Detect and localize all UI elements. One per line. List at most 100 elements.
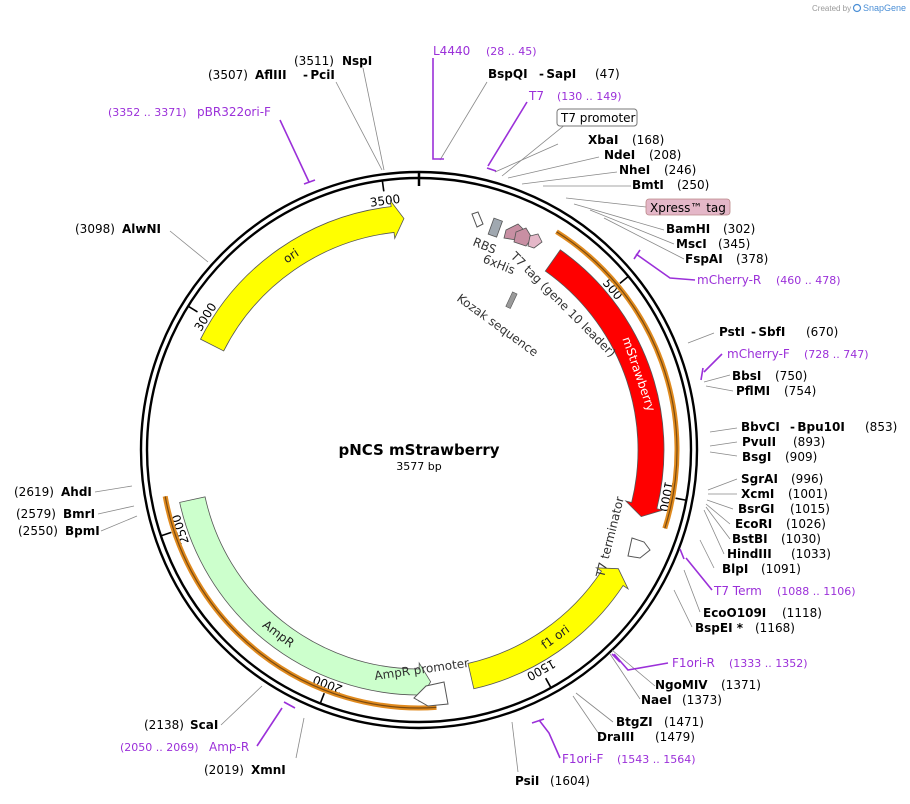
enzyme-alwni-pos: (3098) (75, 222, 115, 236)
tick-500 (619, 275, 629, 284)
enzyme-ahdi-pos: (2619) (14, 485, 54, 499)
enzyme-msci[interactable]: MscI (676, 237, 707, 251)
xpress-tag-box (645, 198, 731, 216)
enzyme-sgrai[interactable]: SgrAI (741, 472, 778, 486)
tick-1000 (675, 497, 687, 502)
leader-bamhi (573, 203, 665, 231)
enzyme-psii[interactable]: PsiI (515, 774, 539, 788)
leader-lines (94, 67, 738, 773)
enzyme-bmti[interactable]: BmtI (632, 178, 664, 192)
enzyme-pcii[interactable]: - PciI (303, 68, 335, 82)
enzyme-draiii[interactable]: DraIII (597, 730, 634, 744)
primer-mcherry-r[interactable]: mCherry-R (697, 273, 761, 287)
primer-f1ori-f[interactable]: F1ori-F (562, 752, 603, 766)
leader-ecori (705, 503, 731, 525)
rbs-marker (487, 217, 503, 238)
primer-t7[interactable]: T7 (528, 89, 544, 103)
enzyme-psti[interactable]: PstI (719, 325, 745, 339)
enzyme-ahdi[interactable]: AhdI (61, 485, 92, 499)
leader-xbai (494, 143, 559, 173)
t7-promoter-box (556, 108, 638, 127)
enzyme-bbvci-pos: (853) (865, 420, 897, 434)
enzyme-fspai[interactable]: FspAI (685, 252, 723, 266)
enzyme-psii-pos: (1604) (550, 774, 590, 788)
enzyme-blpi[interactable]: BlpI (722, 562, 748, 576)
enzyme-naei-pos: (1373) (682, 693, 722, 707)
tick-3500 (381, 180, 385, 192)
enzyme-btgzi[interactable]: BtgZI (616, 715, 653, 729)
enzyme-ecoo109i[interactable]: EcoO109I (703, 606, 766, 620)
enzyme-alwni[interactable]: AlwNI (122, 222, 161, 236)
enzyme-ndei[interactable]: NdeI (604, 148, 635, 162)
leader-scai (220, 685, 263, 726)
enzyme-hindiii[interactable]: HindIII (727, 547, 772, 561)
enzyme-scai[interactable]: ScaI (190, 718, 218, 732)
primer-l4440-range: (28 .. 45) (486, 45, 537, 58)
enzyme-bpu10i[interactable]: - Bpu10I (790, 420, 845, 434)
enzyme-bbvci[interactable]: BbvCI (741, 420, 780, 434)
primer-f1ori-r[interactable]: F1ori-R (672, 656, 715, 670)
enzyme-pvuii-pos: (893) (793, 435, 825, 449)
enzyme-naei[interactable]: NaeI (641, 693, 672, 707)
enzyme-nhei[interactable]: NheI (619, 163, 650, 177)
primer-pbr322ori-f[interactable]: pBR322ori-F (197, 105, 271, 119)
enzyme-scai-pos: (2138) (144, 718, 184, 732)
primer-t7-term-range: (1088 .. 1106) (777, 585, 856, 598)
enzyme-nspi[interactable]: NspI (342, 54, 372, 68)
primer-amp-r[interactable]: Amp-R (209, 740, 249, 754)
enzyme-bamhi[interactable]: BamHI (666, 222, 710, 236)
enzyme-bstbi[interactable]: BstBI (732, 532, 768, 546)
enzyme-xbai[interactable]: XbaI (588, 133, 618, 147)
enzyme-bspei[interactable]: BspEI * (695, 621, 744, 635)
enzyme-bspqi-pos: (47) (595, 67, 620, 81)
enzyme-fspai-pos: (378) (736, 252, 768, 266)
primer-l4440[interactable]: L4440 (433, 44, 470, 58)
enzyme-bsgi[interactable]: BsgI (742, 450, 771, 464)
enzyme-blpi-pos: (1091) (761, 562, 801, 576)
snapgene-logo-icon (852, 3, 862, 13)
enzyme-xcmi[interactable]: XcmI (741, 487, 774, 501)
f1ori-r-site (611, 653, 621, 663)
enzyme-bspqi[interactable]: BspQI (488, 67, 528, 81)
leader-pflmi (705, 385, 734, 392)
enzyme-sapi[interactable]: - SapI (539, 67, 576, 81)
kozak-marker (505, 291, 518, 309)
primer-t7-term[interactable]: T7 Term (713, 584, 762, 598)
enzyme-ecori[interactable]: EcoRI (735, 517, 772, 531)
enzyme-afliii[interactable]: AflIII (255, 68, 287, 82)
enzyme-bmti-pos: (250) (677, 178, 709, 192)
tick-2000 (319, 692, 325, 704)
leader-bstbi (705, 506, 731, 540)
leader-msci (589, 209, 675, 245)
enzyme-bmri-pos: (2579) (16, 507, 56, 521)
backbone (139, 170, 699, 730)
enzyme-bsrgi[interactable]: BsrGI (738, 502, 775, 516)
enzyme-bbsi[interactable]: BbsI (732, 369, 761, 383)
t7-terminator-marker (627, 537, 651, 559)
enzyme-bamhi-pos: (302) (723, 222, 755, 236)
enzyme-bpmi[interactable]: BpmI (65, 524, 100, 538)
enzyme-bbsi-pos: (750) (775, 369, 807, 383)
enzyme-labels-right: BspQI - SapI (47) XbaI (168) NdeI (208) … (488, 67, 897, 788)
t7-primer-marker (487, 101, 528, 167)
leader-bsgi (709, 451, 738, 457)
leader-nhei (521, 171, 618, 185)
enzyme-pflmi[interactable]: PflMI (736, 384, 770, 398)
enzyme-bmri[interactable]: BmrI (63, 507, 95, 521)
leader-ngomiv (611, 649, 656, 687)
primer-labels: L4440 (28 .. 45) T7 (130 .. 149) mCherry… (108, 44, 869, 766)
primer-pbr322ori-f-range: (3352 .. 3371) (108, 106, 187, 119)
enzyme-xmni[interactable]: XmnI (251, 763, 286, 777)
t7-promoter-callout: T7 promoter (501, 108, 638, 177)
enzyme-nspi-pos: (3511) (294, 54, 334, 68)
feature-ori (199, 199, 405, 352)
primer-mcherry-f[interactable]: mCherry-F (727, 347, 790, 361)
primer-markers (256, 58, 723, 759)
enzyme-ngomiv[interactable]: NgoMIV (655, 678, 708, 692)
primer-mcherry-r-range: (460 .. 478) (776, 274, 841, 287)
enzyme-sbfi[interactable]: - SbfI (751, 325, 785, 339)
leader-bpmi (100, 515, 138, 532)
enzyme-pvuii[interactable]: PvuII (742, 435, 776, 449)
xpress-tag-leader (565, 197, 647, 208)
